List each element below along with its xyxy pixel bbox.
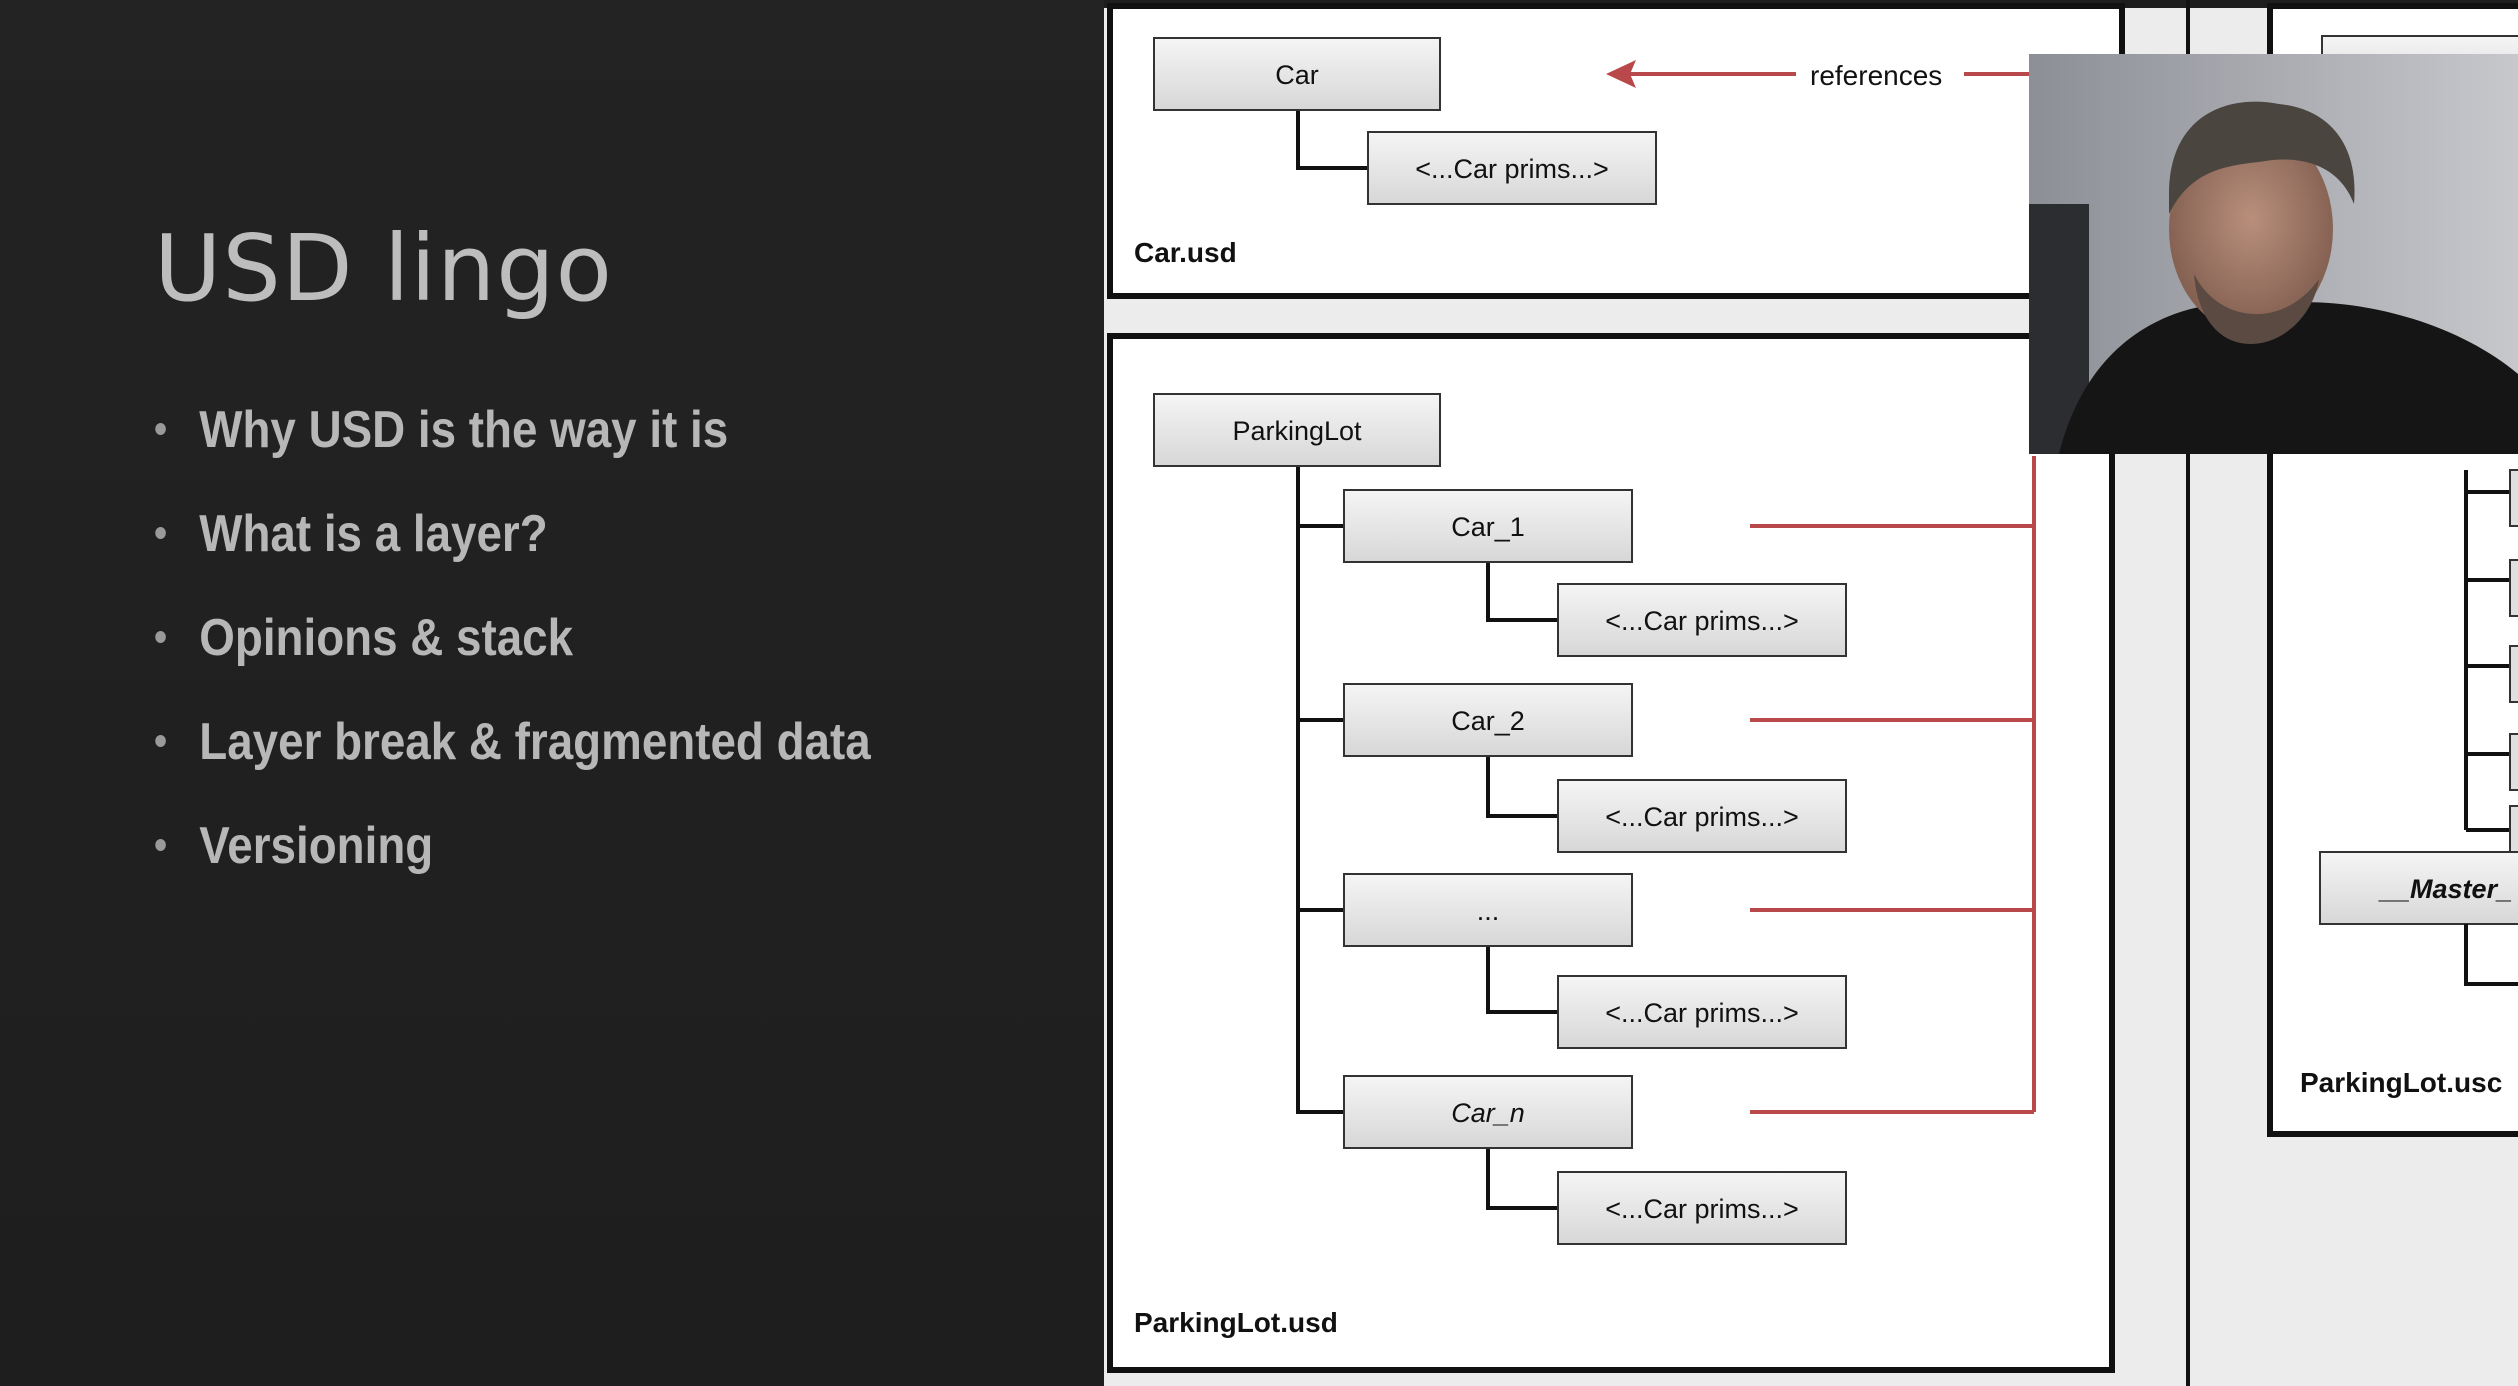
bullet-dot-icon xyxy=(155,631,166,643)
panel-separator xyxy=(2186,0,2190,1386)
bullet-text: Why USD is the way it is xyxy=(199,401,729,459)
tree-branch xyxy=(1486,562,1558,622)
file-label-parkinglot-usc: ParkingLot.usc xyxy=(2300,1067,2502,1098)
prim-label-car-n: Car_n xyxy=(1451,1098,1525,1128)
prim-box-car-prims xyxy=(1367,131,1657,205)
prim-box-car-prims xyxy=(1557,1171,1847,1245)
prim-box-master xyxy=(2319,851,2518,925)
bullet-text: Versioning xyxy=(199,817,434,875)
prim-box-car-prims xyxy=(1557,779,1847,853)
bullet-text: Layer break & fragmented data xyxy=(199,713,871,771)
bullet-dot-icon xyxy=(155,423,166,435)
slide-panel: USD lingo Why USD is the way it is What … xyxy=(0,0,1104,1386)
tree-branch xyxy=(1486,1148,1558,1210)
partial-box-edge xyxy=(2509,645,2518,703)
prim-label-car: Car xyxy=(1275,60,1319,90)
bullet-dot-icon xyxy=(155,735,166,747)
prim-label-car-prims: <...Car prims...> xyxy=(1605,802,1799,832)
prim-label-ellipsis: ... xyxy=(1477,896,1500,926)
tree-trunk xyxy=(1296,466,1344,1114)
partial-box-edge xyxy=(2509,559,2518,617)
bullet-item: Versioning xyxy=(150,806,871,910)
prim-label-car-prims: <...Car prims...> xyxy=(1605,1194,1799,1224)
bullet-dot-icon xyxy=(155,839,166,851)
file-label-car-usd: Car.usd xyxy=(1134,237,1237,268)
prim-label-master: __Master_ xyxy=(2378,874,2512,904)
arrow-head-icon xyxy=(1606,60,1636,88)
partial-box-edge xyxy=(2509,469,2518,527)
bullet-item: Layer break & fragmented data xyxy=(150,702,871,806)
prim-label-car-prims: <...Car prims...> xyxy=(1605,606,1799,636)
tree-branch xyxy=(1486,756,1558,818)
bullet-list: Why USD is the way it is What is a layer… xyxy=(150,390,969,910)
prim-label-car-2: Car_2 xyxy=(1451,706,1525,736)
prim-box-parkinglot xyxy=(1153,393,1441,467)
tree-branch xyxy=(2464,924,2518,986)
diagram-canvas: Car <...Car prims...> Car.usd references… xyxy=(1104,0,2518,1386)
references-label: references xyxy=(1810,60,1942,91)
bullet-item: Opinions & stack xyxy=(150,598,871,702)
prim-label-car-prims: <...Car prims...> xyxy=(1415,154,1609,184)
prim-box-car-prims xyxy=(1557,975,1847,1049)
prim-label-parkinglot: ParkingLot xyxy=(1232,416,1362,446)
prim-label-car-1: Car_1 xyxy=(1451,512,1525,542)
tree-connector xyxy=(1296,110,1370,170)
bullet-item: Why USD is the way it is xyxy=(150,390,871,494)
person-video-icon xyxy=(2029,54,2518,454)
prim-label-car-prims: <...Car prims...> xyxy=(1605,998,1799,1028)
bullet-dot-icon xyxy=(155,527,166,539)
bullet-text: Opinions & stack xyxy=(199,609,574,667)
prim-box-ellipsis xyxy=(1343,873,1633,947)
prim-box-car-2 xyxy=(1343,683,1633,757)
prim-box-car-prims xyxy=(1557,583,1847,657)
prim-box-car-1 xyxy=(1343,489,1633,563)
file-label-parkinglot-usd: ParkingLot.usd xyxy=(1134,1307,1338,1338)
webcam-overlay xyxy=(2029,54,2518,454)
bullet-item: What is a layer? xyxy=(150,494,871,598)
bullet-text: What is a layer? xyxy=(199,505,548,563)
prim-box-car-n xyxy=(1343,1075,1633,1149)
partial-box-edge xyxy=(2509,733,2518,791)
tree-branch xyxy=(1486,946,1558,1014)
prim-box-car xyxy=(1153,37,1441,111)
slide-title: USD lingo xyxy=(154,215,613,322)
